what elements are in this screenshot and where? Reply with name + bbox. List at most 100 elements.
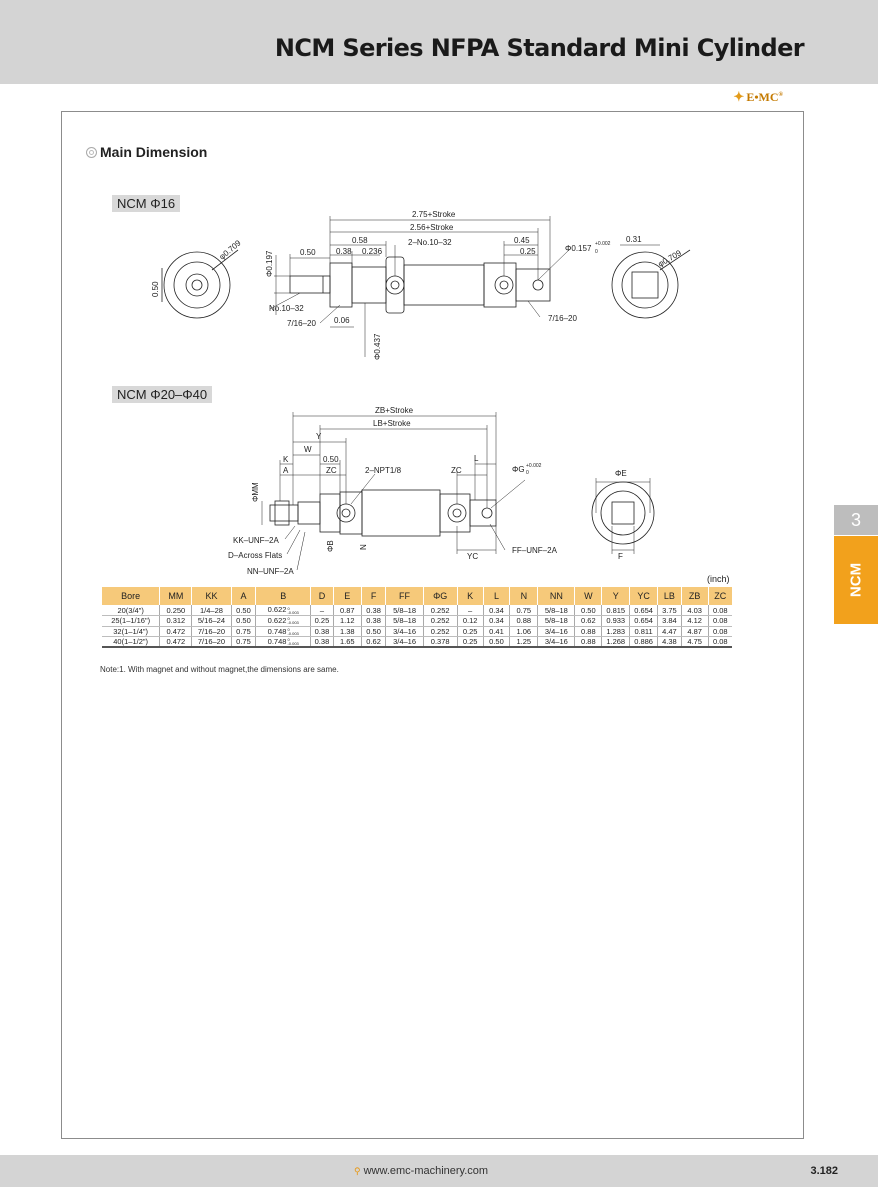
table-cell: 0.08 xyxy=(707,636,732,648)
dim-045: 0.45 xyxy=(514,236,530,245)
table-cell: 5/8–18 xyxy=(385,605,424,616)
dim-l: L xyxy=(474,454,479,463)
table-cell: 7/16–20 xyxy=(191,626,232,637)
cell-value: 3.84 xyxy=(662,616,677,626)
dim-038: 0.38 xyxy=(336,247,352,256)
table-cell: 0.50 xyxy=(230,605,256,616)
dim-025: 0.25 xyxy=(520,247,536,256)
dim-phig-tol-high: +0.002 xyxy=(526,463,542,469)
cell-value: 0.748 xyxy=(267,626,287,636)
b-tolerance-high: 0 xyxy=(287,616,290,622)
table-cell: 5/16–24 xyxy=(191,615,232,627)
b-tolerance: 0-0.003 xyxy=(287,627,298,636)
table-cell: 3/4–16 xyxy=(537,636,575,648)
table-cell: 3.75 xyxy=(657,605,682,616)
dim-y: Y xyxy=(316,432,322,441)
table-cell: 40(1–1/2") xyxy=(102,636,160,648)
table-cell: 3/4–16 xyxy=(537,626,575,637)
dim-phib: ΦB xyxy=(326,540,335,552)
cell-value: 5/16–24 xyxy=(197,616,226,626)
dim-phig-tol-low: 0 xyxy=(526,470,529,476)
model-tag-16: NCM Φ16 xyxy=(112,195,181,212)
cell-value: 25(1–1/16") xyxy=(111,616,151,626)
dim-phi0157: Φ0.157 xyxy=(565,244,592,253)
cell-value: 3/4–16 xyxy=(544,637,568,646)
table-cell: – xyxy=(310,605,334,616)
cell-value: 0.654 xyxy=(634,616,653,626)
cell-value: 4.87 xyxy=(687,626,702,636)
table-cell: 3/4–16 xyxy=(385,636,424,648)
table-cell: 0.472 xyxy=(159,636,192,648)
cell-value: 5/8–18 xyxy=(544,605,568,615)
cell-value: 0.252 xyxy=(430,605,450,615)
table-cell: 0.34 xyxy=(482,605,510,616)
cell-value: 0.25 xyxy=(462,626,478,636)
cell-value: 0.34 xyxy=(489,605,504,615)
cell-value: 5/8–18 xyxy=(544,616,568,626)
dim-0236: 0.236 xyxy=(362,247,383,256)
col-header: W xyxy=(574,587,602,605)
cell-value: 0.41 xyxy=(489,626,504,636)
table-cell: 7/16–20 xyxy=(191,636,232,648)
table-cell: 0.38 xyxy=(360,615,386,627)
cell-value: 0.250 xyxy=(166,605,186,615)
dim-nut-thread: 7/16–20 xyxy=(287,319,316,328)
table-cell: 0.08 xyxy=(707,605,732,616)
col-header: ZB xyxy=(680,587,709,605)
col-header: E xyxy=(332,587,362,605)
table-cell: 0.312 xyxy=(159,615,192,627)
footer-url-text: www.emc-machinery.com xyxy=(363,1165,489,1177)
table-cell: 0.41 xyxy=(482,626,510,637)
cell-value: 4.12 xyxy=(687,616,702,626)
table-cell: 5/8–18 xyxy=(537,615,575,627)
col-header: D xyxy=(310,587,334,605)
table-cell: 4.12 xyxy=(680,615,709,627)
cell-value: 20(3/4") xyxy=(117,605,144,615)
cell-value: 0.50 xyxy=(581,605,596,615)
dim-phi0157-tol-high: +0.002 xyxy=(595,241,611,247)
dim-phi0709-left: φ0.709 xyxy=(218,238,244,261)
b-tolerance: 0-0.003 xyxy=(287,638,298,646)
footnote: Note:1. With magnet and without magnet,t… xyxy=(100,665,339,674)
pin-icon: ⚲ xyxy=(354,1166,361,1176)
dim-n: N xyxy=(359,544,368,550)
cell-value: 1.283 xyxy=(606,626,626,636)
table-cell: 25(1–1/16") xyxy=(102,615,160,627)
table-cell: 0.88 xyxy=(574,626,602,637)
col-header: A xyxy=(230,587,256,605)
cell-value: 0.08 xyxy=(713,626,728,636)
cell-value: 4.03 xyxy=(687,605,702,615)
b-tolerance-low: -0.003 xyxy=(287,641,299,647)
table-cell: 0.38 xyxy=(310,636,334,648)
chapter-side-tab: NCM xyxy=(834,536,878,624)
dim-zb: ZB+Stroke xyxy=(375,406,414,415)
dim-port-label: 2–NPT1/8 xyxy=(365,466,402,475)
cell-value: 0.748 xyxy=(267,637,287,646)
table-cell: 0.25 xyxy=(456,626,484,637)
table-cell: 4.03 xyxy=(680,605,709,616)
dim-rear-thread: 7/16–20 xyxy=(548,314,577,323)
cell-value: 1.12 xyxy=(339,616,355,626)
table-cell: 0.378 xyxy=(422,636,458,648)
cell-value: 0.933 xyxy=(606,616,626,626)
cell-value: 0.654 xyxy=(634,605,653,615)
table-cell: – xyxy=(456,605,484,616)
table-cell: 0.75 xyxy=(230,636,256,648)
col-header: NN xyxy=(537,587,575,605)
cell-value: 4.38 xyxy=(662,637,677,646)
cell-value: 0.62 xyxy=(366,637,381,646)
drawing-ncm16: 2.75+Stroke 2.56+Stroke 0.58 0.50 0.38 0… xyxy=(151,210,691,360)
dim-kk-thread: KK–UNF–2A xyxy=(233,536,279,545)
cell-value: 1.65 xyxy=(339,637,355,646)
col-header: KK xyxy=(191,587,232,605)
table-cell: 0.654 xyxy=(629,615,658,627)
table-cell: 3.84 xyxy=(657,615,682,627)
cell-value: 0.34 xyxy=(489,616,504,626)
dim-050-top: 0.50 xyxy=(300,248,316,257)
cell-value: – xyxy=(319,605,325,615)
